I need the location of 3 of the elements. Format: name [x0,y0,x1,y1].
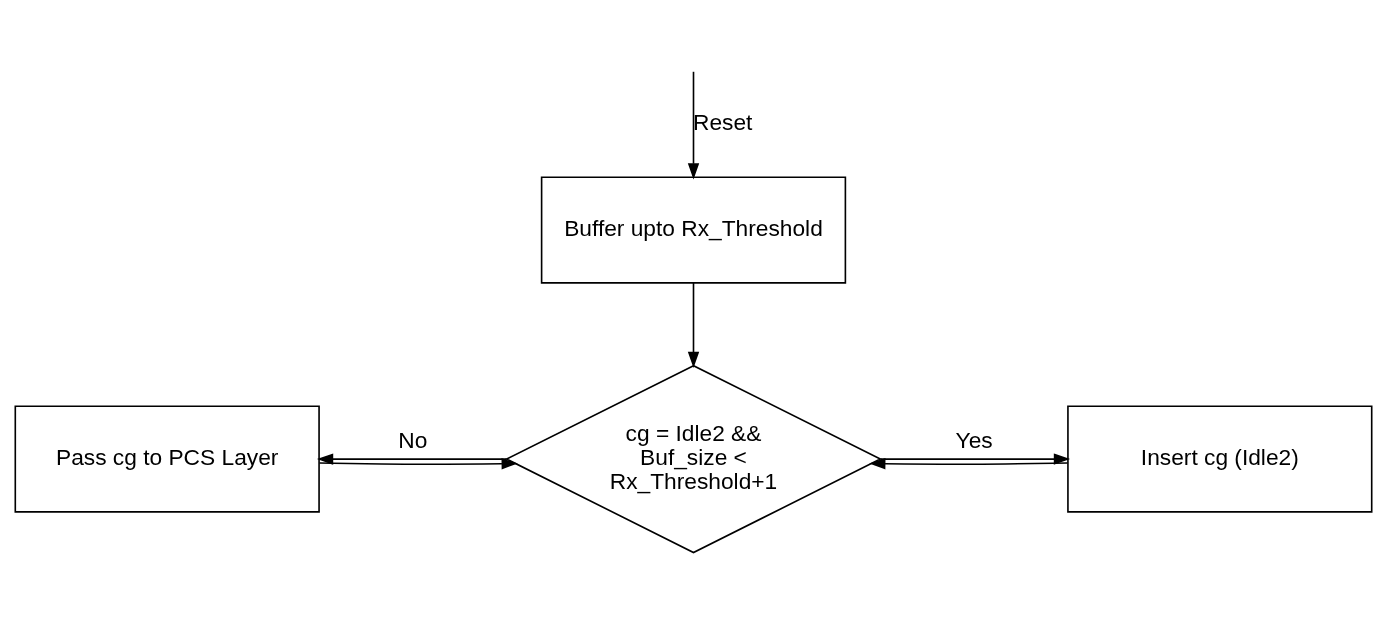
edge-label: Reset [693,109,753,136]
edge-label: No [398,427,428,454]
edge-label: Yes [955,427,993,454]
